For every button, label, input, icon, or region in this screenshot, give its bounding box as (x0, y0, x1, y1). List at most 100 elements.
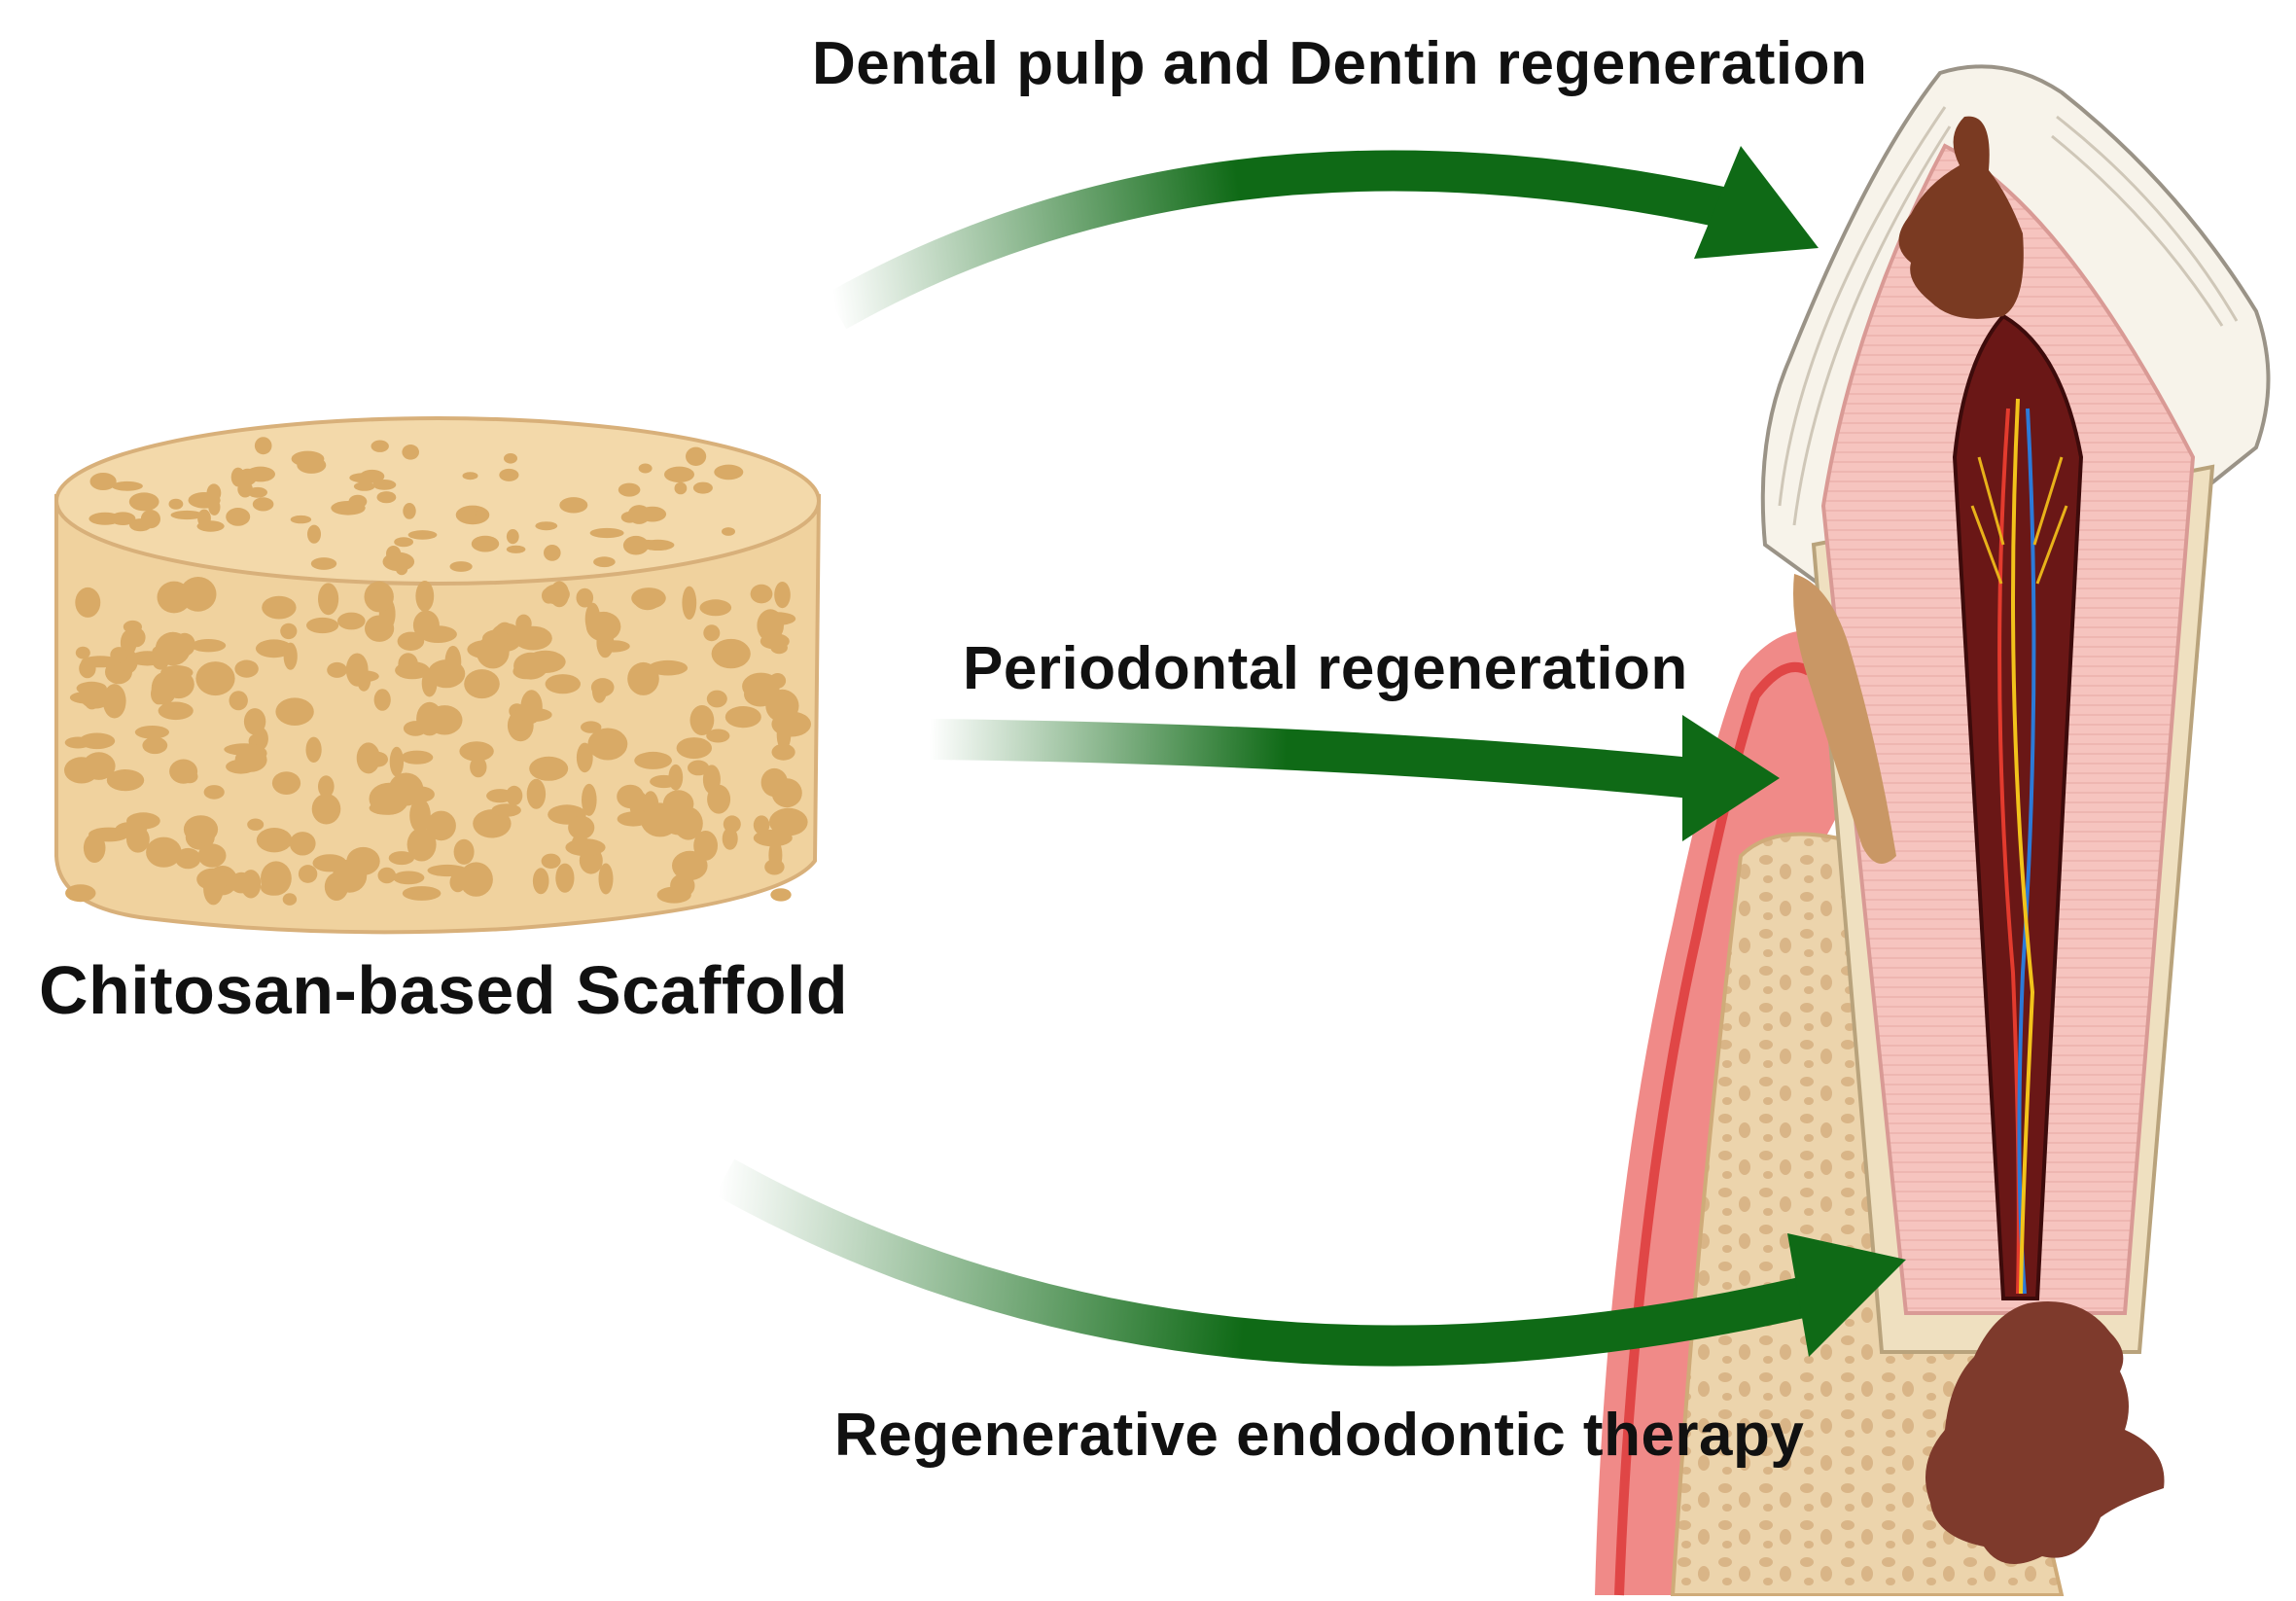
scaffold-pore (769, 807, 808, 836)
pulp-nerve (2011, 398, 2035, 1295)
scaffold-pore (369, 800, 404, 815)
scaffold-pore (247, 818, 265, 831)
scaffold-pore (532, 868, 549, 895)
scaffold-pore (581, 721, 602, 733)
scaffold-pore (401, 750, 434, 765)
tooth-illustration (1595, 64, 2271, 1597)
scaffold-pore (771, 778, 802, 808)
scaffold-pore (158, 701, 194, 721)
label-chitosan-scaffold: Chitosan-based Scaffold (39, 952, 849, 1028)
scaffold-pore (203, 785, 225, 800)
scaffold-pore (686, 446, 707, 466)
scaffold-pore (337, 612, 366, 630)
scaffold-pore (643, 805, 658, 833)
scaffold-pore (243, 708, 266, 735)
scaffold-pore (770, 888, 792, 902)
scaffold-pore (197, 843, 227, 868)
scaffold-pore (142, 736, 168, 755)
scaffold-pore (388, 851, 415, 866)
scaffold-pore (254, 437, 272, 455)
label-regenerative-endodontic-therapy: Regenerative endodontic therapy (834, 1402, 1805, 1469)
caries-lesion (1898, 116, 2024, 319)
scaffold-pore (373, 689, 391, 711)
scaffold-pore (123, 620, 142, 634)
scaffold-pore (702, 765, 721, 795)
scaffold-pore (196, 520, 225, 532)
scaffold-pore (559, 497, 588, 514)
scaffold-pore (407, 530, 438, 540)
scaffold-pore (526, 778, 547, 809)
scaffold-pore (723, 815, 741, 834)
scaffold-pore (111, 480, 143, 491)
scaffold-pore (598, 863, 614, 895)
scaffold-pore (699, 599, 732, 617)
scaffold-pore (271, 771, 301, 795)
scaffold-pore (134, 726, 169, 739)
scaffold-pore (247, 486, 267, 498)
scaffold-pore (421, 669, 438, 697)
scaffold-pore (499, 468, 519, 481)
scaffold-pore (491, 803, 521, 817)
scaffold-pore (324, 872, 349, 901)
scaffold-pore (768, 839, 783, 872)
scaffold-pore (312, 854, 347, 872)
scaffold-pore (377, 867, 397, 884)
scaffold-pore (693, 831, 718, 861)
scaffold-pore (506, 545, 526, 553)
scaffold-pore (703, 624, 721, 642)
scaffold-pore (473, 809, 512, 838)
scaffold-pore (515, 707, 552, 723)
scaffold-pore (525, 650, 566, 674)
scaffold-pore (582, 783, 597, 816)
periapical-lesion (1925, 1301, 2165, 1564)
scaffold-pore (146, 836, 182, 868)
scaffold-pore (311, 793, 341, 825)
scaffold-pore (676, 737, 712, 760)
scaffold-pore (389, 746, 405, 777)
scaffold-pore (282, 893, 298, 906)
scaffold-pore (230, 467, 245, 487)
scaffold-pore (706, 729, 730, 743)
scaffold-pore (305, 736, 322, 763)
scaffold-pore (170, 510, 204, 520)
scaffold-pore (388, 772, 424, 806)
scaffold-pore (245, 466, 275, 482)
scaffold-pore (349, 473, 377, 483)
scaffold-pore (175, 847, 201, 870)
scaffold-pore (776, 719, 792, 751)
scaffold-pore (397, 631, 425, 651)
scaffold-pore (140, 510, 160, 529)
chitosan-scaffold-illustration (54, 416, 822, 935)
scaffold-pore (459, 862, 493, 897)
scaffold-pore (692, 481, 713, 494)
scaffold-pore (224, 743, 265, 756)
scaffold-pore (160, 665, 194, 680)
scaffold-pore (275, 697, 314, 726)
arrow-endodontic (714, 1158, 1906, 1367)
scaffold-pore (83, 685, 101, 710)
arrow-periodontal (928, 715, 1780, 841)
scaffold-pore (568, 815, 595, 840)
gingiva-edge (1614, 662, 1812, 1596)
scaffold-pore (618, 482, 641, 497)
scaffold-pore (724, 706, 761, 729)
scaffold-pore (462, 472, 478, 480)
scaffold-pore (584, 602, 601, 635)
scaffold-pore (541, 853, 561, 869)
scaffold-pore (449, 561, 473, 572)
scaffold-pore (627, 505, 651, 524)
scaffold-pore (318, 775, 335, 798)
scaffold-pore (280, 623, 298, 640)
scaffold-pore (453, 838, 475, 865)
scaffold-pore (402, 886, 442, 901)
scaffold-pore (506, 785, 523, 806)
scaffold-pore (426, 810, 456, 841)
scaffold-pore (229, 691, 248, 711)
scaffold-pore (415, 581, 435, 612)
enamel-lines (1778, 106, 2239, 526)
scaffold-pore (307, 524, 321, 544)
scaffold-pore (181, 769, 198, 784)
scaffold-pore (576, 587, 594, 608)
scaffold-pore (396, 562, 408, 576)
scaffold-pore (376, 491, 397, 504)
